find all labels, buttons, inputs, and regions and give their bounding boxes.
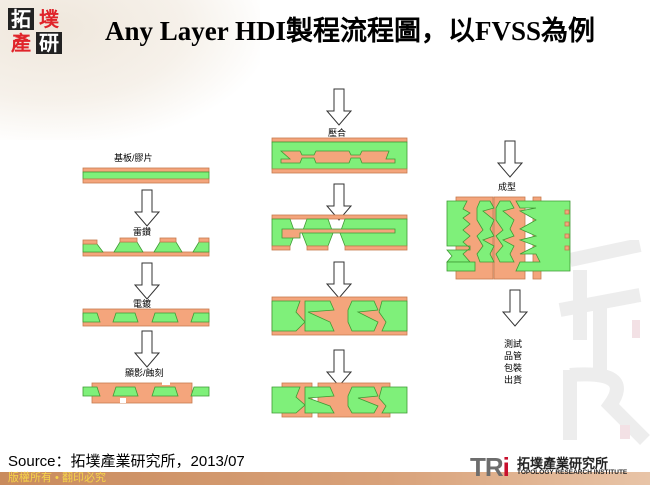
stage-lamination-plate	[271, 296, 408, 336]
stage-substrate	[82, 167, 210, 184]
tri-mark-i: i	[502, 452, 510, 482]
step-label: 測試	[504, 339, 523, 349]
slide-title: Any Layer HDI製程流程圖，以FVSS為例	[104, 16, 596, 46]
watermark-logo	[558, 240, 650, 445]
background-wash	[0, 0, 260, 140]
logo-char: 拓	[8, 8, 34, 30]
copyright-notice: 版權所有 • 翻印必究	[8, 472, 106, 484]
stage-laser-drill	[82, 237, 210, 257]
logo-char: 產	[11, 31, 31, 55]
stage-develop-etch	[82, 381, 210, 404]
arrow-down-icon	[134, 262, 160, 300]
footer-bar	[0, 472, 650, 485]
brand-logo: 拓 墣 產 研	[8, 8, 64, 56]
step-label: 雷鑽	[133, 227, 152, 237]
tri-name-cn: 拓墣產業研究所	[517, 456, 609, 471]
step-label: 包裝	[504, 363, 523, 373]
step-label: 基板/膠片	[114, 153, 153, 163]
step-label: 壓合	[328, 128, 347, 138]
logo-char: 墣	[39, 7, 59, 31]
tri-logo: TRi 拓墣產業研究所 TOPOLOGY RESEARCH INSTITUTE	[470, 452, 640, 482]
arrow-down-icon	[326, 349, 352, 387]
stage-lamination-drill	[271, 214, 408, 251]
arrow-down-icon	[497, 140, 523, 178]
step-label: 品管	[504, 351, 523, 361]
step-label: 電鍍	[133, 299, 152, 309]
arrow-down-icon	[326, 88, 352, 126]
tri-name-en: TOPOLOGY RESEARCH INSTITUTE	[517, 469, 628, 476]
stage-routing	[446, 196, 571, 280]
stage-outer-etch	[271, 382, 408, 418]
tri-mark: TRi	[470, 452, 510, 483]
source-note: Source：拓墣產業研究所，2013/07	[8, 453, 245, 470]
arrow-down-icon	[134, 330, 160, 368]
arrow-down-icon	[502, 289, 528, 327]
tri-mark-tr: TR	[470, 452, 504, 482]
logo-char: 研	[36, 32, 62, 54]
stage-lamination	[271, 137, 408, 174]
step-label: 出貨	[504, 375, 523, 385]
step-label: 顯影/蝕刻	[125, 368, 164, 378]
stage-plating	[82, 308, 210, 327]
arrow-down-icon	[134, 189, 160, 227]
step-label: 成型	[498, 182, 517, 192]
arrow-down-icon	[326, 261, 352, 299]
